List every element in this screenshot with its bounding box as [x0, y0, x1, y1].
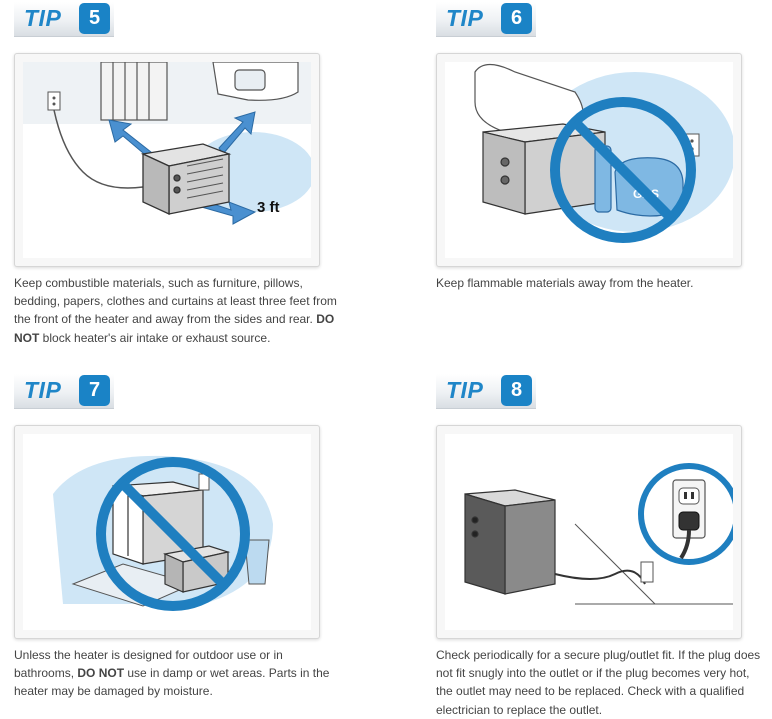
caption-text: Unless the heater is designed for outdoo… [14, 648, 283, 681]
tip-illustration [14, 425, 320, 639]
tip-label: TIP [24, 5, 62, 31]
tip-number: 8 [501, 375, 532, 406]
tip-badge: TIP 5 [14, 2, 114, 37]
caption-text: block heater's air intake or exhaust sou… [39, 330, 271, 345]
wet-area-prohibited-illustration [23, 434, 311, 630]
tip-label: TIP [446, 377, 484, 403]
tip-number: 5 [79, 3, 110, 34]
caption-emphasis: DO NOT [14, 312, 335, 345]
tip-label: TIP [446, 5, 484, 31]
tip-illustration: 3 ft [14, 53, 320, 267]
caption-text: Check periodically for a secure plug/out… [436, 648, 761, 717]
clearance-label: 3 ft [257, 199, 280, 216]
tip-illustration: GAS [436, 53, 742, 267]
tip-caption: Keep combustible materials, such as furn… [14, 274, 344, 347]
caption-emphasis: DO NOT [77, 666, 125, 681]
caption-text: Keep flammable materials away from the h… [436, 276, 694, 290]
tip-illustration [436, 425, 742, 639]
tip-caption: Check periodically for a secure plug/out… [436, 646, 766, 719]
tip-number: 7 [79, 375, 110, 406]
tip-badge: TIP 6 [436, 2, 536, 37]
tip-caption: Keep flammable materials away from the h… [436, 274, 766, 292]
tip-number: 6 [501, 3, 532, 34]
caption-text: use in damp or wet areas. Parts in the h… [14, 666, 330, 699]
tip-badge: TIP 7 [14, 374, 114, 409]
flammables-prohibited-illustration: GAS [445, 62, 733, 258]
tip-badge: TIP 8 [436, 374, 536, 409]
caption-text: Keep combustible materials, such as furn… [14, 276, 337, 327]
tip-label: TIP [24, 377, 62, 403]
plug-fit-illustration [445, 434, 733, 630]
tip-caption: Unless the heater is designed for outdoo… [14, 646, 344, 701]
heater-clearance-illustration: 3 ft [23, 62, 311, 258]
